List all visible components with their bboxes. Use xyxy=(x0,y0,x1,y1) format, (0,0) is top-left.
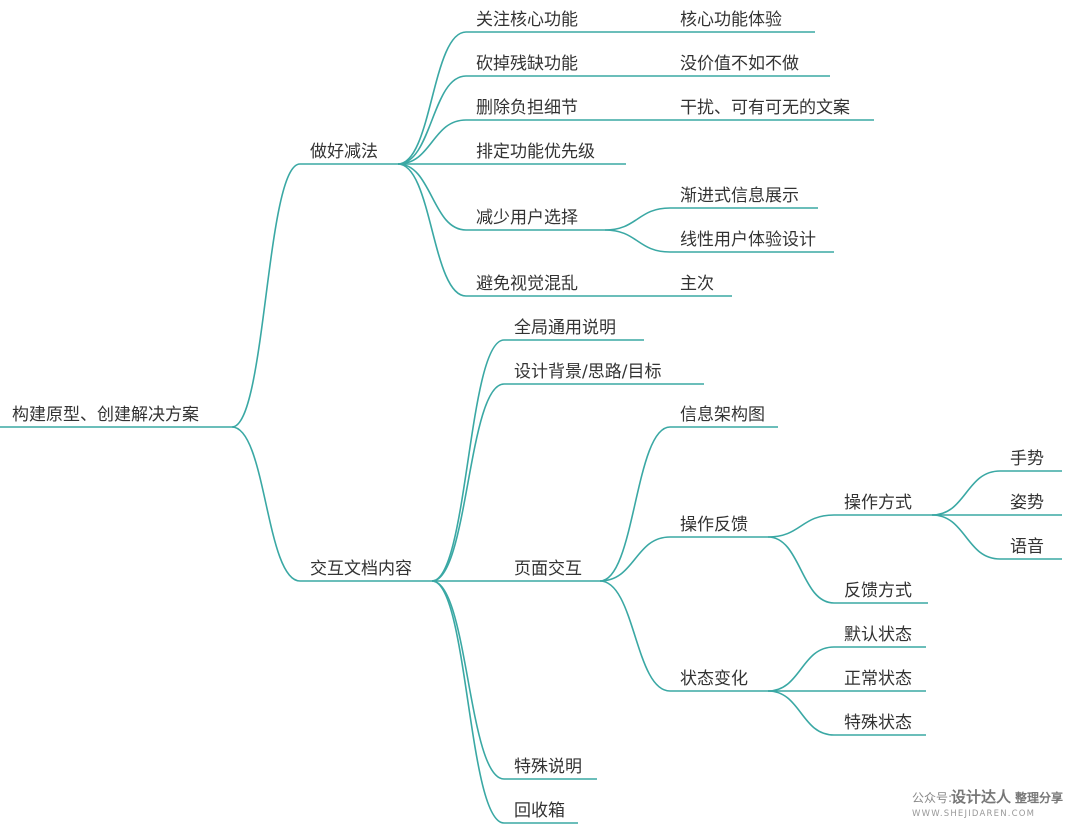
connector-curve xyxy=(767,646,835,692)
node-label-s6a: 主次 xyxy=(680,274,714,294)
node-label-s1: 关注核心功能 xyxy=(476,10,578,30)
connector-curve xyxy=(397,75,467,165)
node-label-d3c3: 特殊状态 xyxy=(844,713,912,733)
connector-curve xyxy=(599,580,671,692)
connector-curve xyxy=(231,163,301,428)
node-label-d3a: 信息架构图 xyxy=(680,405,765,425)
node-label-s3: 删除负担细节 xyxy=(476,98,578,118)
node-label-d2: 设计背景/思路/目标 xyxy=(514,362,661,382)
connector-curve xyxy=(931,514,1001,560)
node-label-s2: 砍掉残缺功能 xyxy=(476,54,578,74)
node-label-d3b: 操作反馈 xyxy=(680,515,748,535)
connector-curve xyxy=(604,229,671,253)
connector-curve xyxy=(397,119,467,165)
node-label-s2a: 没价值不如不做 xyxy=(680,54,799,74)
watermark: 公众号: 设计达人 整理分享 WWW.SHEJIDAREN.COM xyxy=(912,788,1063,819)
connector-curve xyxy=(604,207,671,231)
node-label-d3b1: 操作方式 xyxy=(844,493,912,513)
connector-curve xyxy=(231,426,301,582)
node-label-d3b1c: 语音 xyxy=(1010,537,1044,557)
node-label-subtract: 做好减法 xyxy=(310,142,378,162)
node-label-s5: 减少用户选择 xyxy=(476,208,578,228)
node-label-s5b: 线性用户体验设计 xyxy=(680,230,816,250)
connector-curve xyxy=(397,163,467,231)
connector-curve xyxy=(767,514,835,538)
connector-curve xyxy=(431,580,505,824)
connector-curve xyxy=(599,426,671,582)
node-label-s6: 避免视觉混乱 xyxy=(476,274,578,294)
node-label-d1: 全局通用说明 xyxy=(514,318,616,338)
node-label-s5a: 渐进式信息展示 xyxy=(680,186,799,206)
node-label-d3b2: 反馈方式 xyxy=(844,581,912,601)
connector-curve xyxy=(397,163,467,297)
node-label-d4: 特殊说明 xyxy=(514,757,582,777)
watermark-brand: 设计达人 xyxy=(951,788,1012,806)
watermark-tag: 整理分享 xyxy=(1014,790,1063,805)
node-label-s1a: 核心功能体验 xyxy=(680,10,782,30)
node-label-root: 构建原型、创建解决方案 xyxy=(12,405,199,425)
node-label-s3a: 干扰、可有可无的文案 xyxy=(680,98,850,118)
node-label-d3b1b: 姿势 xyxy=(1010,493,1044,513)
node-label-doc: 交互文档内容 xyxy=(310,559,412,579)
connector-curve xyxy=(431,339,505,582)
node-label-s4: 排定功能优先级 xyxy=(476,142,595,162)
node-label-d3c2: 正常状态 xyxy=(844,669,912,689)
connector-curve xyxy=(599,536,671,582)
connector-curve xyxy=(931,470,1001,516)
node-label-d3: 页面交互 xyxy=(514,559,582,579)
watermark-prefix: 公众号: xyxy=(912,791,952,805)
node-label-d3b1a: 手势 xyxy=(1010,449,1044,469)
connector-lines xyxy=(0,31,1062,824)
node-label-d5: 回收箱 xyxy=(514,801,565,821)
node-label-d3c: 状态变化 xyxy=(680,669,748,689)
connector-curve xyxy=(431,580,505,780)
connector-curve xyxy=(767,536,835,604)
watermark-url: WWW.SHEJIDAREN.COM xyxy=(912,809,1035,819)
connector-curve xyxy=(431,383,505,582)
node-label-d3c1: 默认状态 xyxy=(844,625,912,645)
connector-curve xyxy=(397,31,467,165)
connector-curve xyxy=(767,690,835,736)
